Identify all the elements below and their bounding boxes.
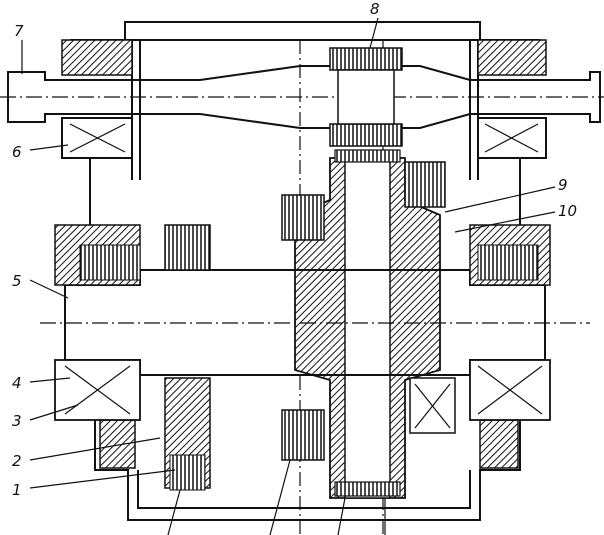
callout-6: 6 (12, 143, 22, 161)
upper-pinion (329, 47, 403, 147)
callout-9: 9 (558, 176, 568, 194)
callout-4: 4 (12, 374, 22, 392)
callout-5: 5 (12, 272, 22, 290)
left-small-gear (164, 224, 211, 491)
middle-right-bearing-housing (469, 224, 551, 421)
callout-2: 2 (12, 452, 22, 470)
upper-left-bearing (61, 39, 133, 159)
callout-8: 8 (370, 0, 380, 18)
centre-small-gear (281, 194, 325, 461)
callout-3: 3 (12, 412, 22, 430)
right-small-gear (404, 161, 456, 434)
leader-lines (21, 17, 556, 535)
input-shaft (0, 65, 604, 129)
callout-10: 10 (558, 202, 577, 220)
callout-7: 7 (14, 22, 24, 40)
callout-1: 1 (12, 481, 22, 499)
upper-right-bearing (477, 39, 547, 159)
large-gear (294, 149, 441, 499)
